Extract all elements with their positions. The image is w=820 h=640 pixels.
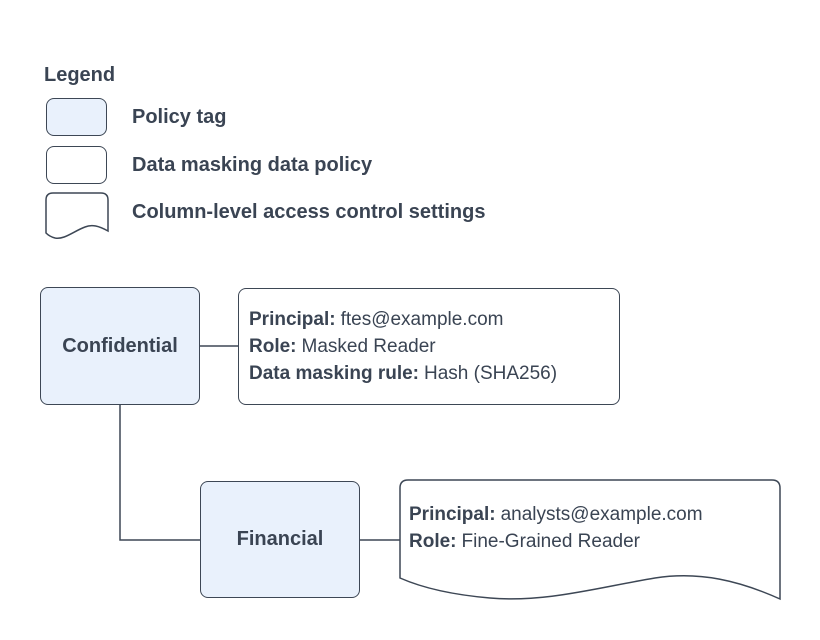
policy-line-principal: Principal:ftes@example.com: [249, 306, 619, 333]
policy-tag-label: Confidential: [62, 334, 178, 357]
policy-tag-node-confidential: Confidential: [40, 287, 200, 405]
legend-label-column-level-access: Column-level access control settings: [132, 201, 486, 223]
policy-tag-node-financial: Financial: [200, 481, 360, 598]
policy-line-value: Masked Reader: [301, 336, 436, 357]
legend-label-data-masking-policy: Data masking data policy: [132, 154, 373, 176]
connector-confidential-financial: [119, 405, 200, 541]
policy-tag-swatch: [46, 98, 107, 136]
policy-line-role: Role:Masked Reader: [249, 333, 619, 360]
policy-line-masking-rule: Data masking rule:Hash (SHA256): [249, 360, 619, 387]
legend-label-policy-tag: Policy tag: [132, 106, 227, 128]
policy-line-label: Data masking rule:: [249, 363, 419, 384]
column-access-settings-text: Principal:analysts@example.com Role:Fine…: [409, 501, 774, 555]
legend-title: Legend: [44, 64, 116, 86]
policy-line-value: Fine-Grained Reader: [461, 531, 640, 552]
policy-line-label: Role:: [249, 336, 297, 357]
data-masking-policy-swatch: [46, 146, 107, 184]
policy-line-value: analysts@example.com: [500, 504, 703, 525]
column-level-access-swatch: [45, 192, 109, 240]
policy-line-label: Principal:: [409, 504, 496, 525]
policy-line-value: Hash (SHA256): [424, 363, 558, 384]
policy-line-label: Role:: [409, 531, 457, 552]
policy-line-value: ftes@example.com: [340, 309, 504, 330]
policy-line-label: Principal:: [249, 309, 336, 330]
data-masking-policy-box: Principal:ftes@example.com Role:Masked R…: [238, 288, 620, 405]
policy-tag-label: Financial: [236, 528, 324, 550]
policy-line-principal: Principal:analysts@example.com: [409, 501, 774, 528]
policy-line-role: Role:Fine-Grained Reader: [409, 528, 774, 555]
